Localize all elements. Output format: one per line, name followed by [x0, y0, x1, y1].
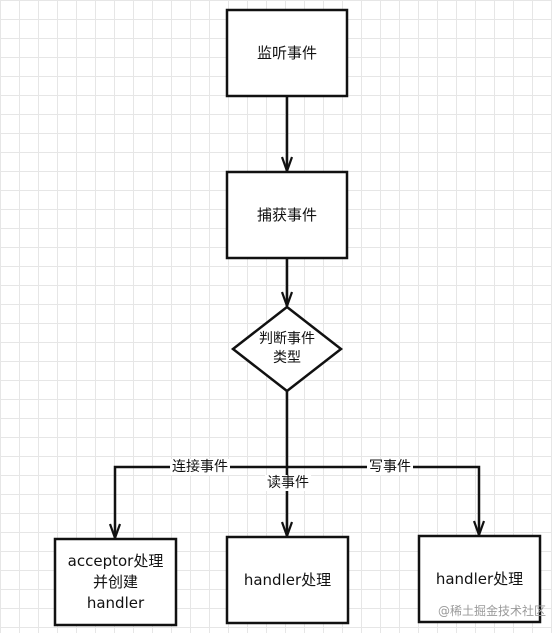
write-event-label: 写事件: [367, 459, 413, 475]
write-handler-box: [417, 534, 542, 624]
read-handler-box: [225, 535, 350, 625]
listen-event-box: [225, 8, 349, 98]
connect-event-label: 连接事件: [170, 459, 230, 475]
watermark: @稀土掘金技术社区: [437, 604, 546, 618]
acceptor-box: [53, 537, 178, 627]
write-handler-label: handler处理: [435, 569, 524, 588]
arrow-write-event: [287, 465, 479, 535]
acceptor-handle-label: acceptor处理 并创建 handler: [67, 551, 164, 612]
listen-event-label: 监听事件: [256, 43, 317, 62]
capture-event-box: [225, 170, 349, 260]
read-handler-label: handler处理: [243, 570, 332, 589]
read-event-label: 读事件: [265, 475, 311, 491]
judge-type-label: 判断事件 类型: [259, 331, 315, 366]
capture-event-label: 捕获事件: [256, 205, 317, 224]
